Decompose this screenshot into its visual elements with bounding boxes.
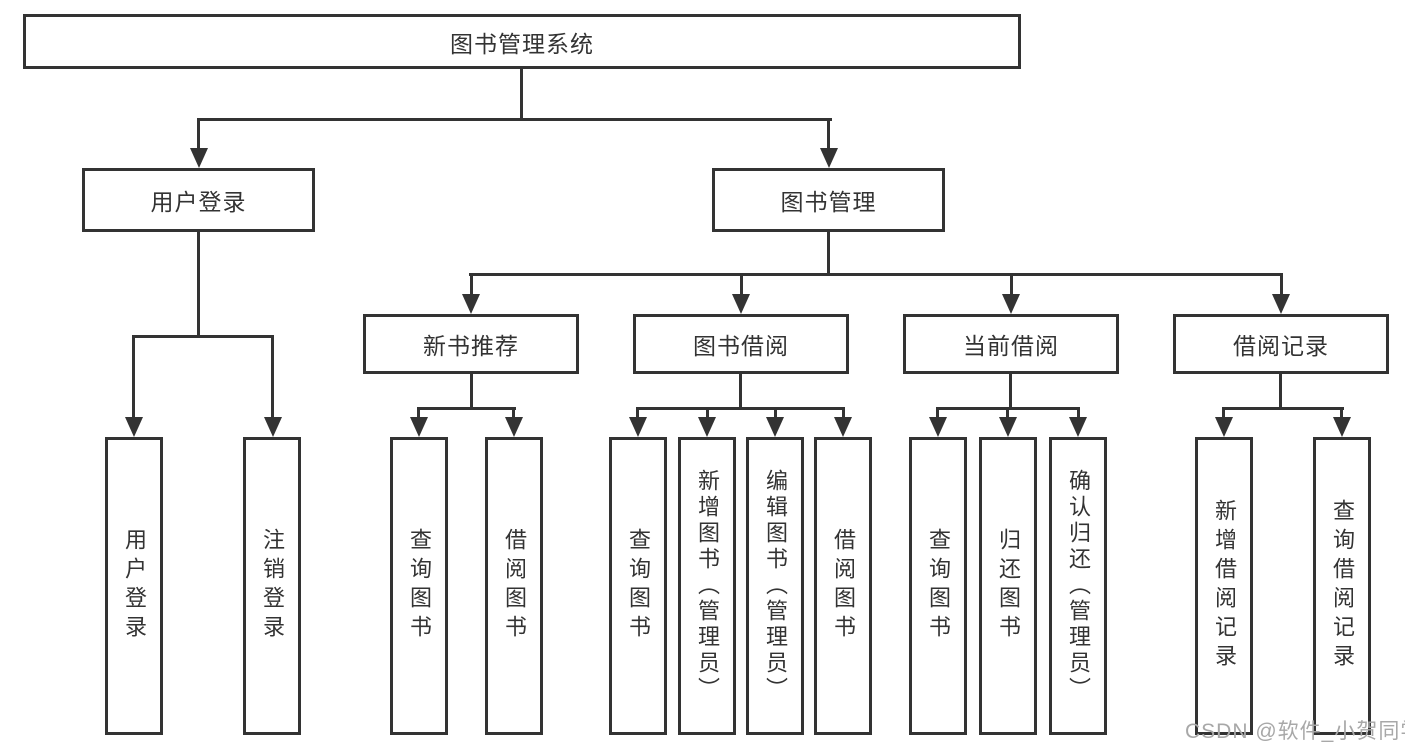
leaf-cb-query-books: 查询图书 [909, 437, 967, 735]
node-borrowing-records: 借阅记录 [1173, 314, 1389, 374]
edge-current-leaves-line [1006, 407, 1009, 419]
leaf-bb-add-book-admin: 新增图书（管理员） [678, 437, 736, 735]
node-root: 图书管理系统 [23, 14, 1021, 69]
edge-newbook-leaves-line [470, 374, 473, 407]
edge-records-leaves-arrow [1215, 417, 1233, 437]
edge-current-leaves-arrow [1069, 417, 1087, 437]
edge-mgmt-l3-line [827, 232, 830, 273]
edge-newbook-leaves-line [512, 407, 515, 419]
edge-borrow-leaves-arrow [629, 417, 647, 437]
edge-current-leaves-line [936, 407, 939, 419]
edge-mgmt-l3-line [469, 273, 1283, 276]
edge-root-l2-line [827, 118, 830, 152]
edge-mgmt-l3-arrow [1002, 294, 1020, 314]
node-book-borrowing: 图书借阅 [633, 314, 849, 374]
leaf-nb-borrow-books: 借阅图书 [485, 437, 543, 735]
leaf-cb-confirm-return-admin-label: 确认归还（管理员） [1066, 469, 1091, 703]
edge-borrow-leaves-line [739, 374, 742, 407]
edge-borrow-leaves-arrow [834, 417, 852, 437]
leaf-br-add-record: 新增借阅记录 [1195, 437, 1253, 735]
edge-records-leaves-arrow [1333, 417, 1351, 437]
leaf-nb-borrow-books-label: 借阅图书 [502, 528, 527, 644]
edge-newbook-leaves-arrow [505, 417, 523, 437]
leaf-bb-edit-book-admin-label: 编辑图书（管理员） [763, 469, 788, 703]
edge-root-l2-line [197, 118, 200, 152]
leaf-bb-query-books: 查询图书 [609, 437, 667, 735]
edge-mgmt-l3-arrow [732, 294, 750, 314]
edge-borrow-leaves-line [774, 407, 777, 419]
edge-borrow-leaves-arrow [698, 417, 716, 437]
edge-mgmt-l3-line [470, 273, 473, 296]
edge-records-leaves-line [1222, 407, 1344, 410]
edge-records-leaves-line [1340, 407, 1343, 419]
leaf-cb-confirm-return-admin: 确认归还（管理员） [1049, 437, 1107, 735]
leaf-bb-borrow-books: 借阅图书 [814, 437, 872, 735]
leaf-bb-query-books-label: 查询图书 [626, 528, 651, 644]
node-root-label: 图书管理系统 [450, 30, 594, 57]
leaf-bb-add-book-admin-label: 新增图书（管理员） [695, 469, 720, 703]
edge-newbook-leaves-arrow [410, 417, 428, 437]
node-user-login-label: 用户登录 [150, 189, 247, 215]
node-book-management-label: 图书管理 [780, 189, 877, 215]
edge-current-leaves-line [1009, 374, 1012, 407]
leaf-logout-label: 注销登录 [260, 528, 285, 644]
edge-borrow-leaves-line [636, 407, 639, 419]
edge-records-leaves-line [1222, 407, 1225, 419]
leaf-br-query-record-label: 查询借阅记录 [1330, 499, 1355, 673]
edge-newbook-leaves-line [417, 407, 516, 410]
edge-root-l2-line [520, 69, 523, 118]
edge-mgmt-l3-line [1280, 273, 1283, 296]
edge-mgmt-l3-arrow [462, 294, 480, 314]
leaf-br-query-record: 查询借阅记录 [1313, 437, 1371, 735]
leaf-br-add-record-label: 新增借阅记录 [1212, 499, 1237, 673]
edge-login-leaves-line [132, 335, 135, 419]
leaf-user-login-label: 用户登录 [122, 528, 147, 644]
leaf-cb-return-books: 归还图书 [979, 437, 1037, 735]
edge-borrow-leaves-line [706, 407, 709, 419]
edge-root-l2-arrow [190, 148, 208, 168]
edge-current-leaves-arrow [999, 417, 1017, 437]
leaf-bb-edit-book-admin: 编辑图书（管理员） [746, 437, 804, 735]
edge-borrow-leaves-line [636, 407, 845, 410]
leaf-cb-return-books-label: 归还图书 [996, 528, 1021, 644]
leaf-nb-query-books-label: 查询图书 [407, 528, 432, 644]
edge-current-leaves-arrow [929, 417, 947, 437]
watermark: CSDN @软件_小贺同学 [1185, 720, 1405, 743]
edge-borrow-leaves-arrow [766, 417, 784, 437]
edge-mgmt-l3-line [740, 273, 743, 296]
edge-records-leaves-line [1279, 374, 1282, 407]
edge-newbook-leaves-line [417, 407, 420, 419]
edge-current-leaves-line [1077, 407, 1080, 419]
leaf-bb-borrow-books-label: 借阅图书 [831, 528, 856, 644]
edge-root-l2-line [197, 118, 832, 121]
edge-login-leaves-line [132, 335, 274, 338]
node-book-borrowing-label: 图书借阅 [693, 333, 789, 359]
edge-root-l2-arrow [820, 148, 838, 168]
node-user-login: 用户登录 [82, 168, 315, 232]
edge-login-leaves-line [271, 335, 274, 419]
edge-login-leaves-arrow [125, 417, 143, 437]
node-current-borrowing: 当前借阅 [903, 314, 1119, 374]
node-current-borrowing-label: 当前借阅 [963, 333, 1059, 359]
leaf-user-login: 用户登录 [105, 437, 163, 735]
node-new-book-recommend-label: 新书推荐 [423, 333, 519, 359]
node-borrowing-records-label: 借阅记录 [1233, 333, 1329, 359]
edge-login-leaves-arrow [264, 417, 282, 437]
leaf-logout: 注销登录 [243, 437, 301, 735]
node-book-management: 图书管理 [712, 168, 945, 232]
node-new-book-recommend: 新书推荐 [363, 314, 579, 374]
leaf-cb-query-books-label: 查询图书 [926, 528, 951, 644]
leaf-nb-query-books: 查询图书 [390, 437, 448, 735]
edge-borrow-leaves-line [842, 407, 845, 419]
edge-mgmt-l3-arrow [1272, 294, 1290, 314]
edge-mgmt-l3-line [1010, 273, 1013, 296]
edge-login-leaves-line [197, 232, 200, 335]
